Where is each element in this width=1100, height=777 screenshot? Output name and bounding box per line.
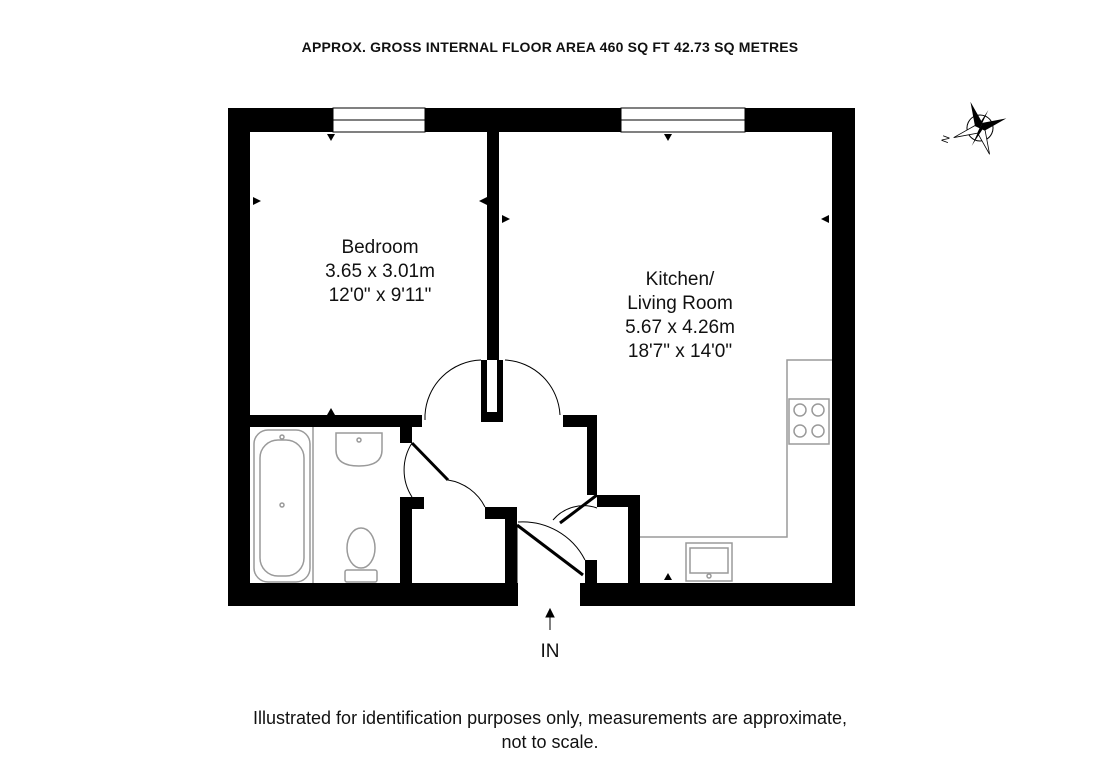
floor-area-title: APPROX. GROSS INTERNAL FLOOR AREA 460 SQ… [301, 39, 799, 55]
disclaimer-line-1: Illustrated for identification purposes … [253, 708, 847, 728]
hob [788, 398, 830, 445]
disclaimer: Illustrated for identification purposes … [0, 706, 1100, 754]
windows [332, 107, 746, 133]
kitchen-name-line1: Kitchen/ [645, 269, 715, 290]
kitchen-sink [685, 542, 733, 582]
entrance-arrow [545, 607, 555, 630]
bedroom-name: Bedroom [341, 237, 419, 258]
disclaimer-line-2: not to scale. [501, 732, 599, 752]
toilet-cistern [344, 569, 378, 583]
toilet-bowl [346, 527, 376, 569]
compass-north-label: N [940, 134, 953, 145]
kitchen-imperial-size: 18'7" x 14'0" [627, 341, 733, 362]
compass-icon [953, 101, 1007, 155]
walls [228, 108, 855, 606]
bathroom-fixtures [253, 427, 383, 583]
entrance-label: IN [540, 641, 560, 662]
kitchen-label: Kitchen/ Living Room 5.67 x 4.26m 18'7" … [580, 268, 780, 364]
washbasin [335, 432, 383, 467]
kitchen-name-line2: Living Room [627, 293, 733, 314]
bedroom-label: Bedroom 3.65 x 3.01m 12'0" x 9'11" [280, 236, 480, 308]
doors [403, 359, 598, 585]
dimension-markers [253, 134, 829, 580]
bedroom-metric-size: 3.65 x 3.01m [325, 261, 435, 282]
kitchen-fixtures [640, 359, 832, 582]
bedroom-imperial-size: 12'0" x 9'11" [328, 285, 432, 306]
kitchen-metric-size: 5.67 x 4.26m [625, 317, 735, 338]
bathtub [253, 429, 311, 583]
